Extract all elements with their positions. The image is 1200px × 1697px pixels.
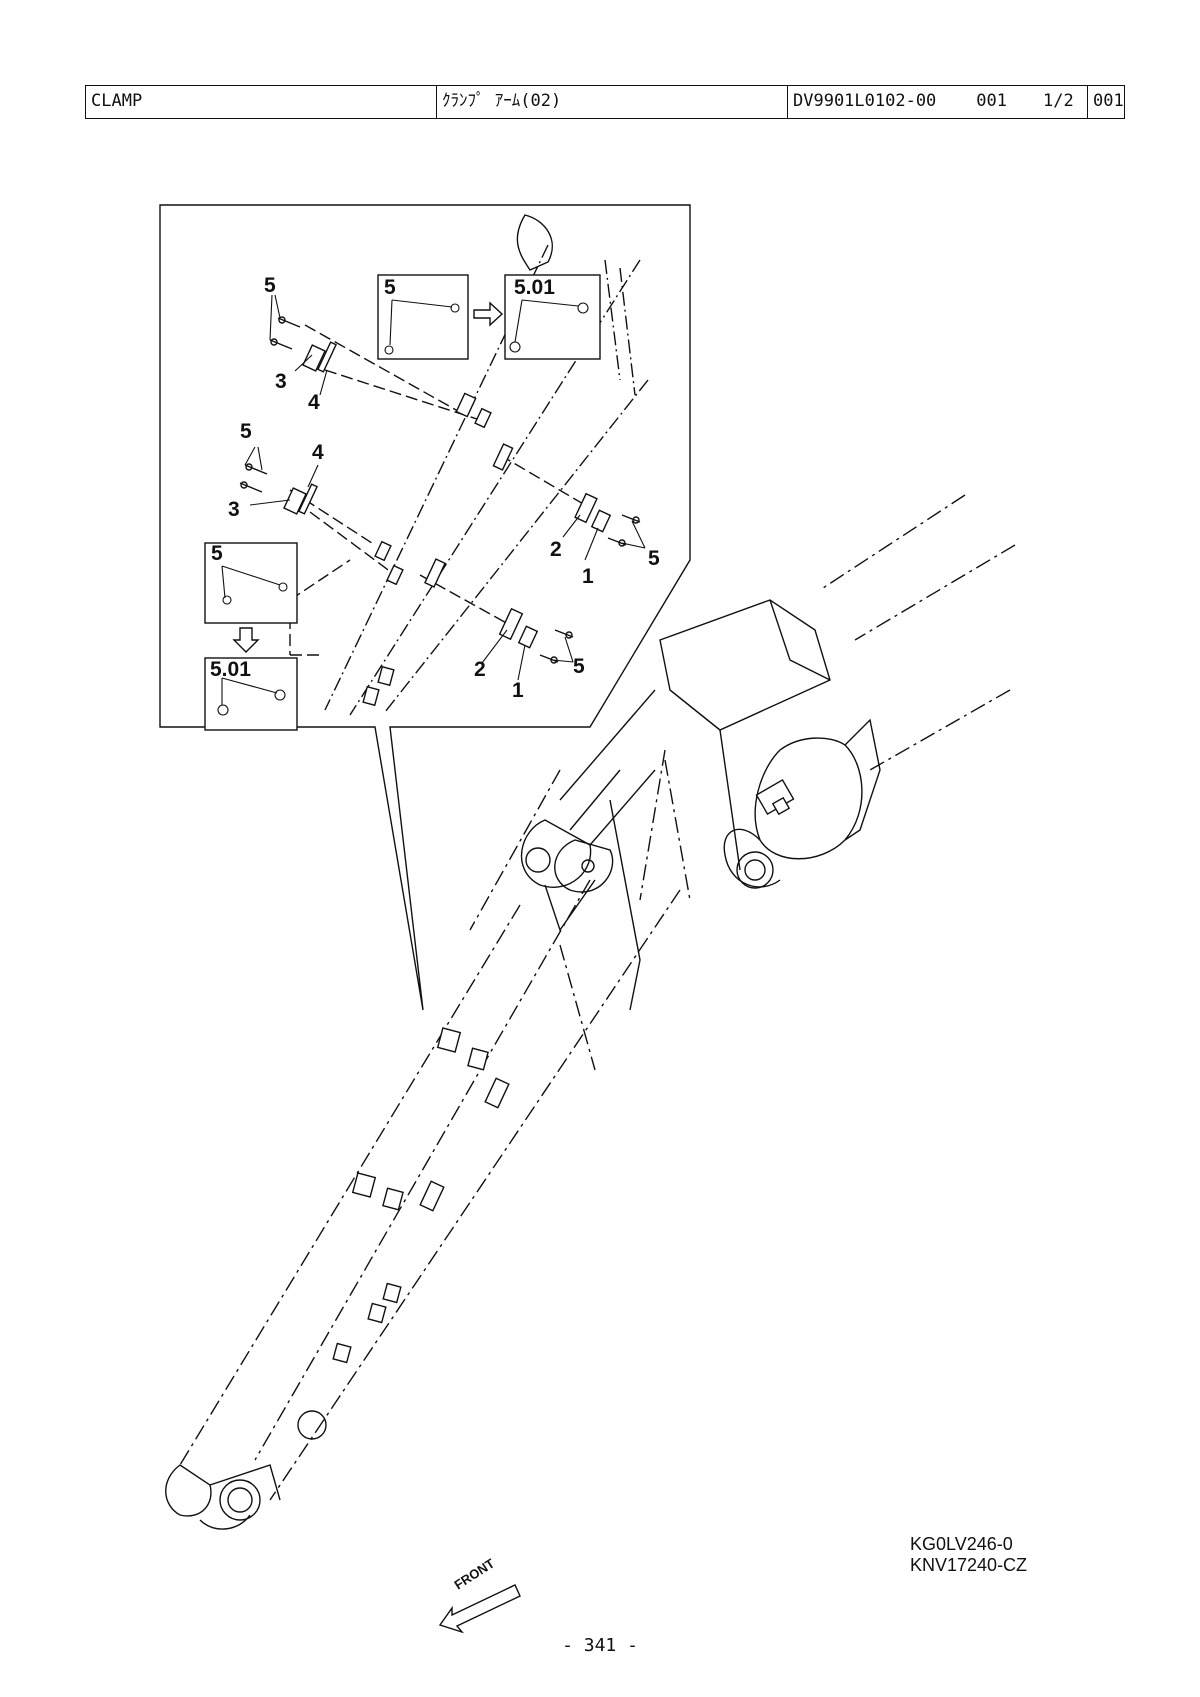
arrow-right-icon xyxy=(473,301,504,327)
group-number: 001 xyxy=(1093,91,1124,111)
title-block: CLAMP ｸﾗﾝﾌﾟ ｱｰﾑ(02) DV9901L0102-00 001 1… xyxy=(85,85,1125,119)
drawing-ref: KNV17240-CZ xyxy=(910,1555,1028,1575)
callout-item-2: 2 xyxy=(474,658,486,681)
callout-item-4: 4 xyxy=(312,441,324,464)
inset-new-bolts-2 xyxy=(204,657,298,731)
callout-labels: 5 3 4 5 4 3 2 1 5 2 1 5 5 5.01 5 5.01 xyxy=(210,274,660,702)
callout-item-1: 1 xyxy=(512,679,524,702)
page-number: - 341 - xyxy=(562,1635,638,1656)
callout-item-5: 5 xyxy=(384,276,396,299)
callout-item-1: 1 xyxy=(582,565,594,588)
arm-tip xyxy=(165,1410,327,1530)
catalog-code-cell: DV9901L0102-00 001 1/2 xyxy=(788,86,1088,118)
detail-bolts xyxy=(239,316,641,664)
detail-clamp-parts xyxy=(283,341,612,707)
callout-item-5-01: 5.01 xyxy=(210,658,251,681)
callout-item-5-01: 5.01 xyxy=(514,276,555,299)
callout-item-3: 3 xyxy=(228,498,240,521)
sequence-number: 001 xyxy=(976,91,1008,111)
arm-head xyxy=(520,599,881,1011)
callout-item-3: 3 xyxy=(275,370,287,393)
arm-clamps xyxy=(332,1027,510,1364)
arm-outline xyxy=(179,494,1016,1501)
inset-old-bolts xyxy=(377,274,469,360)
part-name: CLAMP xyxy=(86,86,437,118)
sheet-number: 1/2 xyxy=(1043,91,1074,111)
exploded-guide-lines xyxy=(289,324,586,656)
drawing-ref: KG0LV246-0 xyxy=(910,1534,1013,1554)
callout-item-5: 5 xyxy=(211,542,223,565)
callout-leaders xyxy=(244,294,646,681)
callout-item-4: 4 xyxy=(308,391,320,414)
arrow-down-icon xyxy=(232,627,260,653)
front-label: FRONT xyxy=(451,1556,497,1593)
callout-item-5: 5 xyxy=(240,420,252,443)
inset-new-bolts xyxy=(504,274,601,360)
callout-item-5: 5 xyxy=(648,547,660,570)
drawing-reference-numbers: KG0LV246-0 KNV17240-CZ xyxy=(910,1534,1027,1576)
callout-item-5: 5 xyxy=(264,274,276,297)
part-name-japanese: ｸﾗﾝﾌﾟ ｱｰﾑ(02) xyxy=(437,86,788,118)
callout-item-5: 5 xyxy=(573,655,585,678)
catalog-code: DV9901L0102-00 xyxy=(793,91,937,111)
callout-item-2: 2 xyxy=(550,538,562,561)
